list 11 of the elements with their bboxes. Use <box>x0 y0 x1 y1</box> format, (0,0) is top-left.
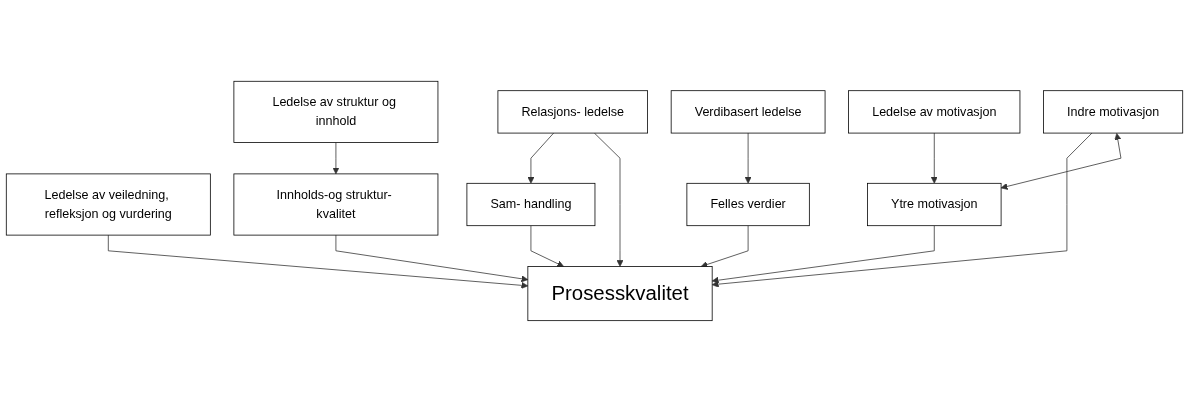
node-box: Ledelse av motivasjon <box>848 90 1021 134</box>
node-box: Indre motivasjon <box>1043 90 1184 134</box>
node-box: Ytre motivasjon <box>867 182 1002 227</box>
node-box: Ledelse av veiledning, refleksjon og vurdering <box>5 173 211 236</box>
node-box: Verdibasert ledelse <box>670 90 826 134</box>
node-box: Felles verdier <box>686 182 810 227</box>
node-box: Ledelse av struktur og innhold <box>233 80 439 143</box>
node-box: Prosesskvalitet <box>527 266 713 322</box>
node-box: Relasjons- ledelse <box>497 90 648 134</box>
node-box: Innholds-og struktur- kvalitet <box>233 173 439 236</box>
node-box: Sam- handling <box>466 182 596 227</box>
